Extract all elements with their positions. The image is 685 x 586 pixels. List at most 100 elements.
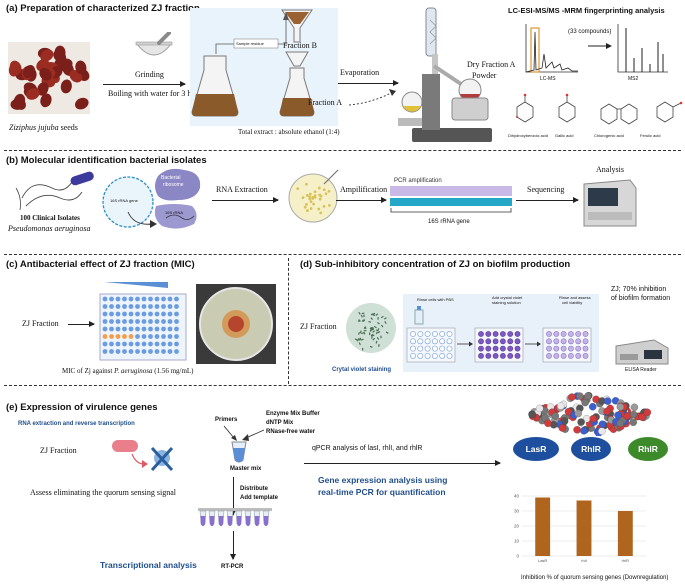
lcms-axis-label: LC-MS — [540, 76, 556, 82]
fraction-a-label: Fraction A — [308, 98, 342, 107]
chart-ytick-label: 20 — [514, 524, 520, 529]
arrow-amplification — [336, 197, 387, 203]
arrow-to-rtpcr — [230, 531, 236, 560]
rna-rt-label: RNA extraction and reverse transcription — [18, 421, 135, 427]
master-mix-tube-illustration — [223, 425, 265, 463]
gene-bracket — [390, 208, 512, 213]
divider-a-b — [4, 150, 681, 151]
amplification-label: Ampilification — [340, 185, 388, 194]
extraction-setup-illustration — [190, 8, 338, 126]
primers-label: Primers — [215, 417, 238, 423]
sequencer-illustration — [583, 179, 637, 227]
chart-ytick-label: 0 — [516, 554, 519, 559]
master-mix-label: Master mix — [230, 466, 262, 472]
chemical-structures — [516, 93, 683, 125]
gene-expression-label-2: real-time PCR for quantification — [318, 487, 446, 497]
jujube-seeds-image — [8, 42, 90, 114]
distribute-label: Distribute — [240, 486, 269, 492]
lcms-title: LC-ESI-MS/MS -MRM fingerprinting analysi… — [508, 6, 665, 15]
gene-bar — [390, 198, 512, 206]
chart-ytick-label: 30 — [514, 509, 520, 514]
chart-bar-rhli — [576, 500, 592, 556]
gene-16s-label: 16S rRNA gene — [110, 198, 138, 203]
rna-extraction-label: RNA Extraction — [216, 185, 268, 194]
step-rinse-viability-1: Rinse and assess — [559, 295, 591, 300]
step-crystal-violet-2: staining solution — [492, 300, 521, 305]
rnase-water-label: RNase-free water — [266, 429, 316, 435]
e-zj-fraction-label: ZJ Fraction — [40, 446, 77, 455]
inhibition-label-2: of biofilm formation — [611, 295, 671, 302]
step-rinse-pbs: Rinse cells with PBS — [417, 297, 454, 302]
section-d-title: (d) Sub-inhibitory concentration of ZJ o… — [300, 259, 571, 270]
arrow-seeds-to-flask — [103, 81, 186, 87]
chart-xtick-label: LasR — [538, 558, 547, 563]
gene-rhlr-badge-1: RhlR — [571, 437, 611, 461]
arrow-qpcr — [304, 460, 501, 466]
pcr-tube-strip — [198, 508, 272, 527]
protein-structure-illustration — [528, 392, 652, 436]
pcr-label: PCR amplification — [394, 178, 442, 184]
step-rinse-viability-2: cell viability — [562, 300, 583, 305]
dntp-mix-label: dNTP Mix — [266, 420, 294, 426]
mic-plate-illustration — [99, 282, 187, 361]
gene-expression-label-1: Gene expression analysis using — [318, 475, 448, 485]
qpcr-label: qPCR analysis of lasI, rhlI, and rhlR — [312, 445, 423, 452]
divider-b-c — [4, 254, 681, 255]
arrow-sequencing — [516, 197, 579, 203]
gene-rhlr-badge-2: RhlR — [628, 437, 668, 461]
compound-gallic: Gallic acid — [555, 133, 574, 138]
transcriptional-analysis-label: Transcriptional analysis — [100, 560, 197, 570]
crystal-violet-label: Crytal violet staining — [332, 367, 392, 373]
rt-pcr-label: RT-PCR — [221, 564, 244, 570]
petri-dish-illustration — [288, 169, 339, 223]
pcr-bar — [390, 186, 512, 196]
chart-bar-lasr — [535, 497, 551, 556]
chart-caption: Inhibition % of quorum sensing genes (Do… — [521, 575, 669, 581]
section-c-title: (c) Antibacterial effect of ZJ fraction … — [6, 259, 195, 270]
ms2-axis-label: MS2 — [628, 76, 639, 82]
evaporation-label: Evaporation — [340, 68, 380, 77]
chart-xtick-label: rhlI — [581, 558, 587, 563]
boiling-label: Boiling with water for 3 hr — [108, 89, 194, 98]
rotary-evaporator-illustration — [398, 7, 492, 142]
divider-cd-e — [4, 385, 681, 386]
rna-inhibition-illustration — [112, 440, 174, 472]
elisa-label: ELISA Reader — [625, 367, 657, 373]
ribosome-label-1: Bacterial — [161, 175, 181, 181]
dry-fraction-label-1: Dry Fraction A — [467, 60, 516, 69]
add-template-label: Add template — [240, 495, 279, 501]
section-b-title: (b) Molecular identification bacterial i… — [6, 155, 207, 166]
compounds-count: (33 compounds) — [568, 29, 612, 35]
compound-dihydroxybenzoic: Dihydroxybenzoic acid — [508, 133, 549, 138]
divider-c-d — [288, 258, 289, 384]
isolates-label-1: 100 Clinical Isolates — [20, 214, 80, 222]
biofilm-micrograph — [346, 303, 396, 353]
step-crystal-violet-1: Add crystal violet — [492, 295, 523, 300]
isolates-label-2: Pseudomonas aeruginosa — [8, 224, 91, 233]
d-zj-fraction-label: ZJ Fraction — [300, 322, 337, 331]
dry-fraction-label-2: Powder — [472, 71, 497, 80]
c-zj-fraction-label: ZJ Fraction — [22, 319, 59, 328]
lcms-spectra-illustration — [525, 24, 668, 73]
ribosome-illustration — [154, 168, 201, 229]
section-a-title: (a) Preparation of characterized ZJ frac… — [6, 3, 200, 14]
gene-lasr-badge: LasR — [513, 437, 559, 461]
biofilm-plates-illustration — [406, 306, 592, 363]
curved-arrow-ribosome — [127, 211, 157, 228]
fraction-b-label: Fraction B — [283, 41, 317, 50]
rna-16s-label: 16S rRNA — [165, 210, 184, 215]
arrow-c-zj — [68, 321, 95, 327]
gene-bar-label: 16S rRNA gene — [428, 219, 470, 225]
inhibition-label-1: ZJ; 70% inhibition — [611, 286, 667, 293]
chart-xtick-label: rhlR — [622, 558, 629, 563]
agar-plate-photo — [196, 284, 276, 364]
analysis-label: Analysis — [596, 165, 624, 174]
enzyme-mix-label: Enzyme Mix Buffer — [266, 411, 320, 417]
plasmid-16s-illustration — [102, 176, 154, 228]
chart-ytick-label: 10 — [514, 539, 520, 544]
dotted-arrow-fraction-a — [348, 89, 396, 106]
bacteria-illustration — [15, 171, 94, 211]
mic-caption: MIC of Zj against P. aeruginosa (1.56 mg… — [62, 367, 194, 375]
chart-ytick-label: 40 — [514, 494, 520, 499]
sample-residue-label: Sample residue — [236, 41, 264, 46]
